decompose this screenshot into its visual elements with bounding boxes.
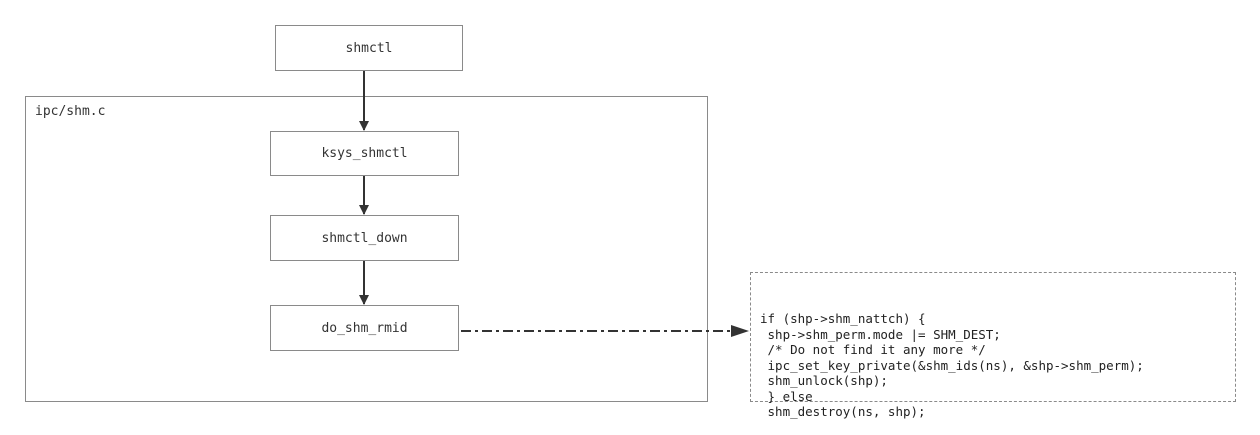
code-line: } else	[760, 388, 813, 404]
code-line: ipc_set_key_private(&shm_ids(ns), &shp->…	[760, 357, 1144, 373]
node-do-shm-rmid: do_shm_rmid	[270, 305, 459, 351]
code-line: shp->shm_perm.mode |= SHM_DEST;	[760, 326, 1001, 342]
code-line: shm_unlock(shp);	[760, 373, 888, 388]
node-ksys-shmctl-label: ksys_shmctl	[321, 146, 408, 161]
node-shmctl-down: shmctl_down	[270, 215, 459, 261]
node-shmctl-label: shmctl	[345, 40, 393, 56]
code-line: /* Do not find it any more */	[760, 342, 986, 357]
node-do-shm-rmid-label: do_shm_rmid	[321, 320, 408, 336]
code-line: if (shp->shm_nattch) {	[760, 311, 926, 326]
node-shmctl-down-label: shmctl_down	[321, 230, 408, 246]
code-note: if (shp->shm_nattch) { shp->shm_perm.mod…	[750, 272, 1236, 419]
node-shmctl: shmctl	[275, 25, 463, 71]
code-line: shm_destroy(ns, shp);	[760, 404, 926, 419]
source-file-label: ipc/shm.c	[35, 104, 106, 119]
source-file-container	[25, 96, 708, 402]
node-ksys-shmctl: ksys_shmctl	[270, 131, 459, 176]
